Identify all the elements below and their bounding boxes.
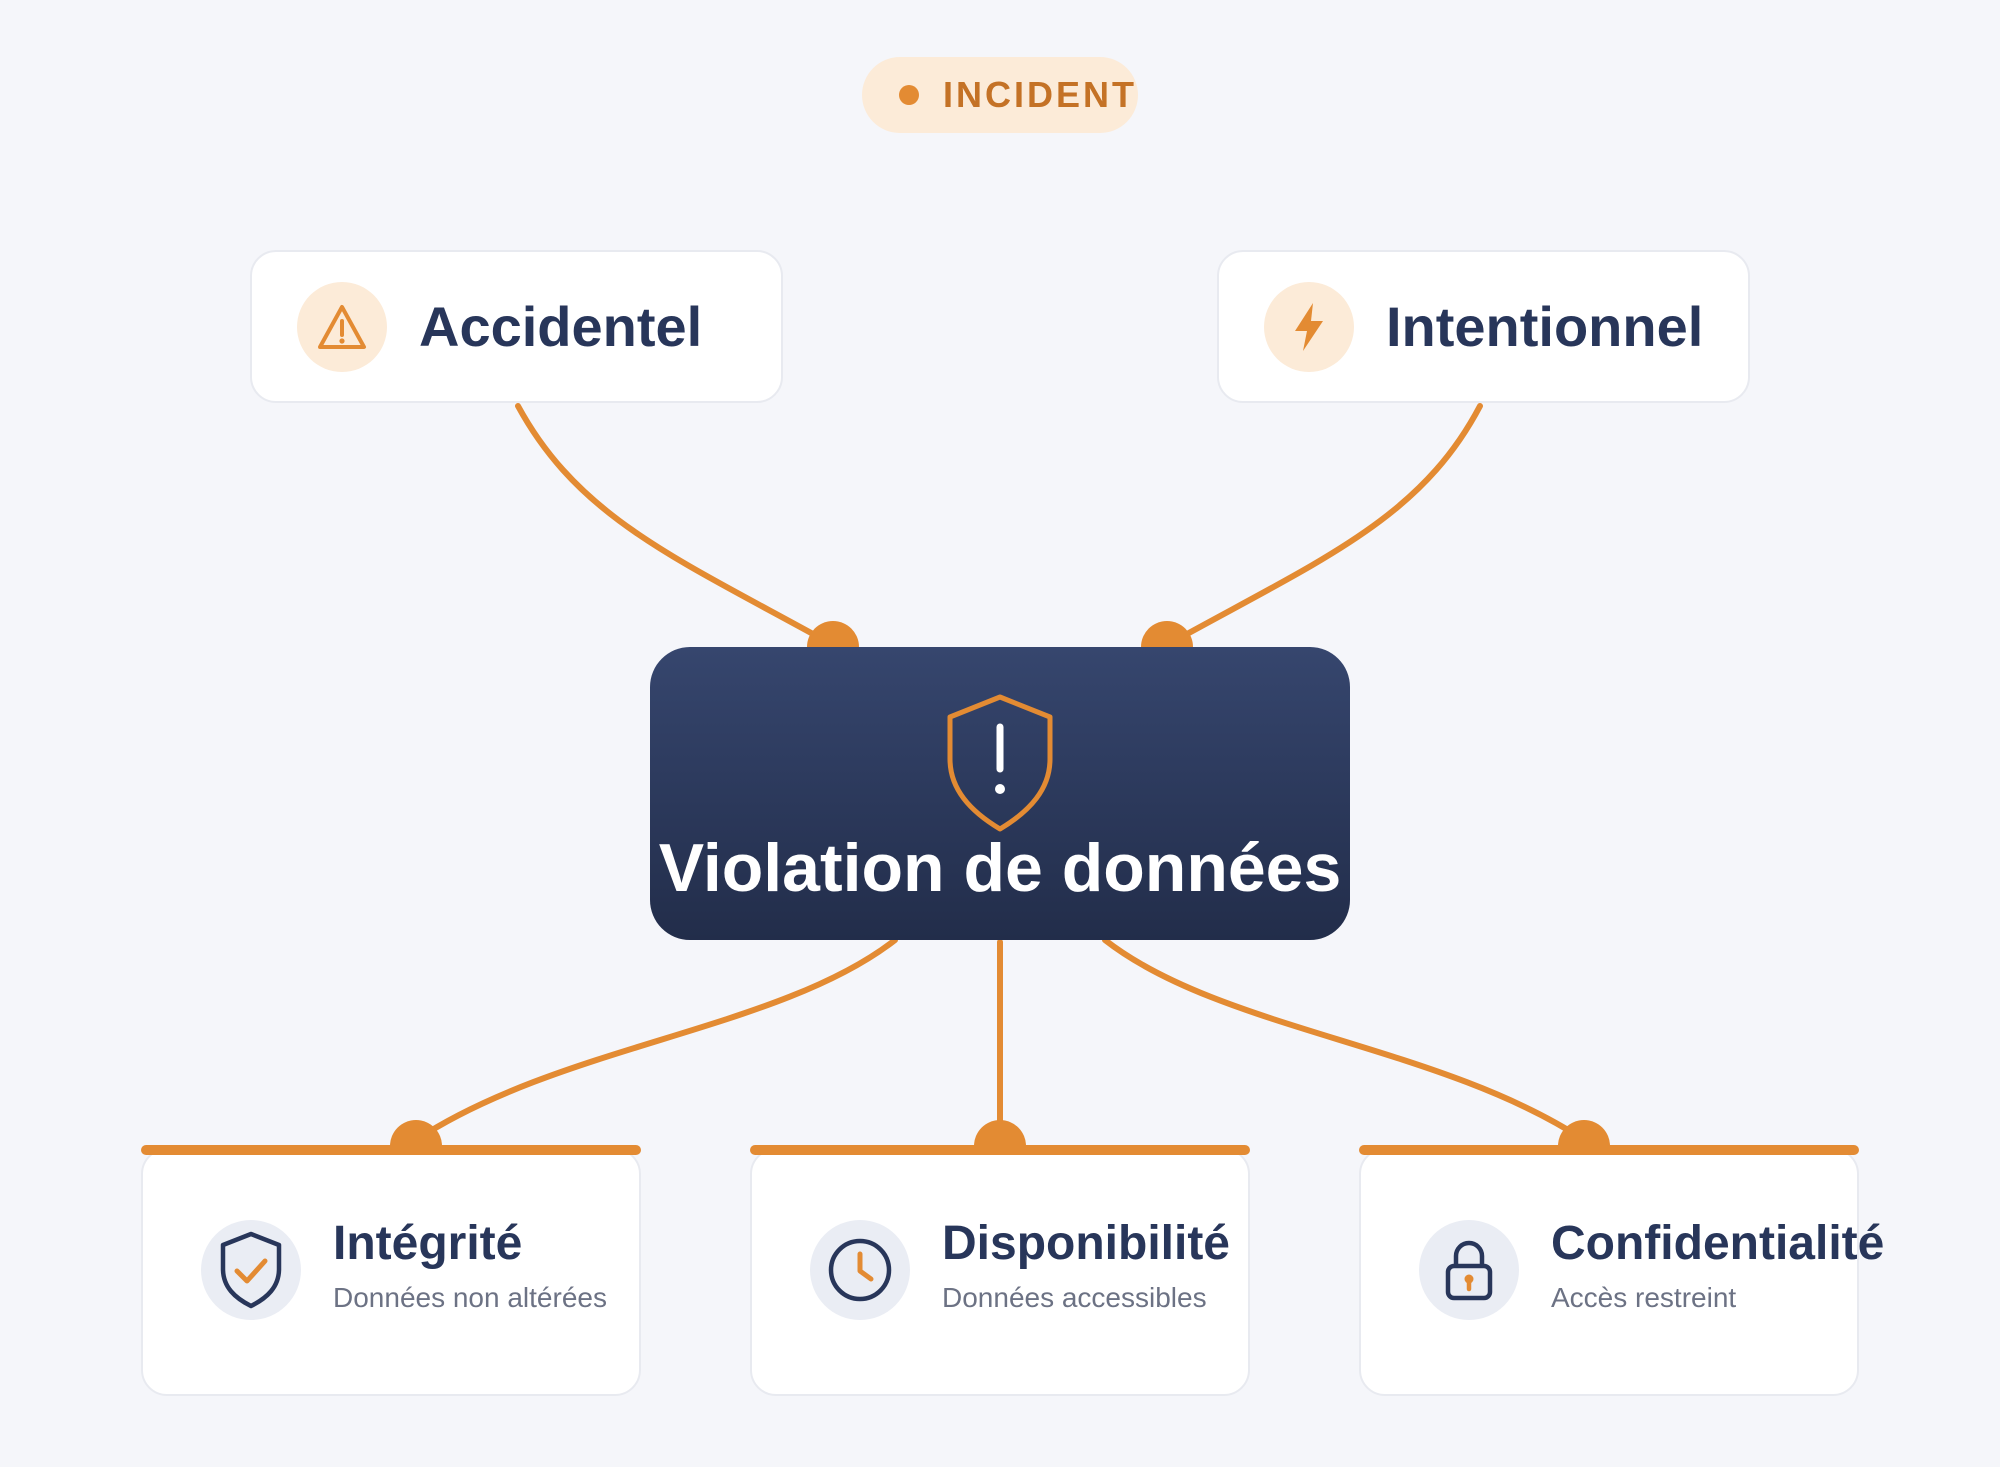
connector-accidentel: [515, 403, 836, 648]
incident-badge-label: INCIDENT: [943, 74, 1137, 115]
property-subtitle-disponibilite: Données accessibles: [942, 1282, 1207, 1313]
property-subtitle-integrite: Données non altérées: [333, 1282, 607, 1313]
badge-dot-icon: [899, 85, 919, 105]
property-accent-bar: [141, 1145, 641, 1155]
data-breach-card: Violation de données: [650, 647, 1350, 940]
shield-alert-icon: [947, 694, 1053, 832]
connector-node-dot: [1558, 1120, 1610, 1146]
property-title-integrite: Intégrité: [333, 1217, 523, 1270]
property-card-integrite: Intégrité Données non altérées: [141, 1145, 641, 1396]
data-breach-title: Violation de données: [658, 830, 1342, 906]
connector-node-dot: [390, 1120, 442, 1146]
property-accent-bar: [1359, 1145, 1859, 1155]
connector-confidentialite: [1102, 937, 1587, 1143]
shield-check-icon: [201, 1220, 301, 1320]
padlock-icon: [1419, 1220, 1519, 1320]
connector-node-dot: [974, 1120, 1026, 1146]
lightning-bolt-icon: [1264, 281, 1354, 372]
property-accent-bar: [750, 1145, 1250, 1155]
property-card-disponibilite: Disponibilité Données accessibles: [750, 1145, 1250, 1396]
property-subtitle-confidentialite: Accès restreint: [1551, 1282, 1737, 1313]
source-card-accidentel: Accidentel: [250, 250, 783, 403]
warning-triangle-icon: [297, 281, 387, 372]
connector-node-dot: [1141, 621, 1193, 647]
property-title-confidentialite: Confidentialité: [1551, 1217, 1885, 1270]
source-label-intentionnel: Intentionnel: [1386, 295, 1704, 358]
connector-node-dot: [807, 621, 859, 647]
source-label-accidentel: Accidentel: [419, 295, 703, 358]
property-title-disponibilite: Disponibilité: [942, 1217, 1230, 1270]
connector-integrite: [413, 937, 898, 1143]
property-card-confidentialite: Confidentialité Accès restreint: [1359, 1145, 1884, 1396]
incident-badge: INCIDENT: [862, 57, 1138, 133]
source-card-intentionnel: Intentionnel: [1217, 250, 1750, 403]
connector-intentionnel: [1164, 403, 1483, 648]
clock-icon: [810, 1220, 910, 1320]
